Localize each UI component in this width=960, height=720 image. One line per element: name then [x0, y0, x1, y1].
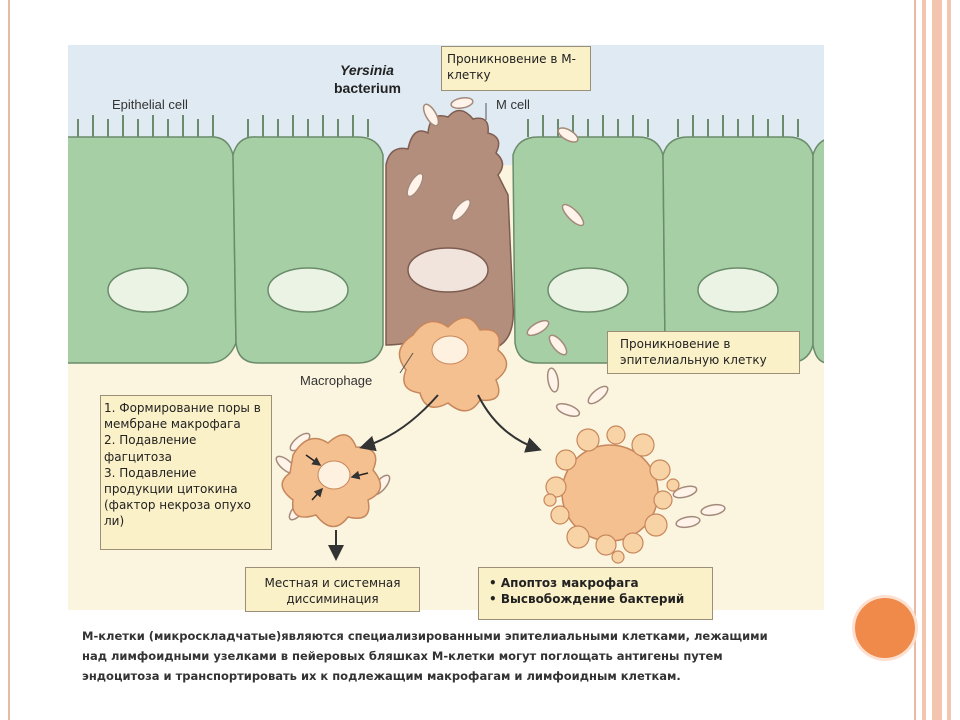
note-m-cell-entry: Проникновение в М-клетку [441, 46, 591, 91]
decor-stripe [932, 0, 942, 720]
yersinia-diagram: Yersinia bacterium Epithelial cell M cel… [68, 45, 824, 610]
note-macrophage-effects: 1. Формирование поры в мембране макрофаг… [100, 395, 272, 550]
effect-item-2: 2. Подавление фагцитоза [104, 433, 197, 464]
epithelial-cell-label: Epithelial cell [112, 97, 188, 112]
epithelial-cell [232, 136, 384, 364]
epithelial-cell [68, 136, 237, 364]
figure-caption: М-клетки (микроскладчатые)являются специ… [82, 626, 822, 686]
m-cell-label: M cell [496, 97, 530, 112]
bacterium-label-line2: bacterium [334, 80, 401, 96]
caption-line: эндоцитоза и транспортировать их к подле… [82, 669, 681, 683]
epithelial-cell [662, 136, 814, 364]
bacterium-label-line1: Yersinia [340, 62, 394, 78]
outcome-text: Апоптоз макрофага [500, 576, 639, 590]
outcome-text: Высвобождение бактерий [500, 592, 685, 607]
caption-line: М-клетки (микроскладчатые)являются специ… [82, 629, 768, 643]
slide-frame [8, 0, 916, 720]
effect-item-3: 3. Подавление продукции цитокина (фактор… [104, 465, 252, 529]
outcome-item-2: • Высвобождение бактерий [489, 592, 685, 607]
note-outcomes: • Апоптоз макрофага • Высвобождение бакт… [478, 567, 713, 620]
decor-stripe [922, 0, 926, 720]
decor-stripe [947, 0, 951, 720]
outcome-item-1: • Апоптоз макрофага [489, 576, 639, 590]
epithelial-cell [812, 139, 824, 364]
decor-circle [855, 598, 915, 658]
note-dissemination: Местная и системная диссиминация [245, 567, 420, 612]
caption-line: над лимфоидными узелками в пейеровых бля… [82, 649, 723, 663]
macrophage-label: Macrophage [300, 373, 372, 388]
effect-item-1: 1. Формирование поры в мембране макрофаг… [104, 401, 261, 432]
note-epithelial-entry: Проникновение в эпителиальную клетку [607, 331, 800, 374]
